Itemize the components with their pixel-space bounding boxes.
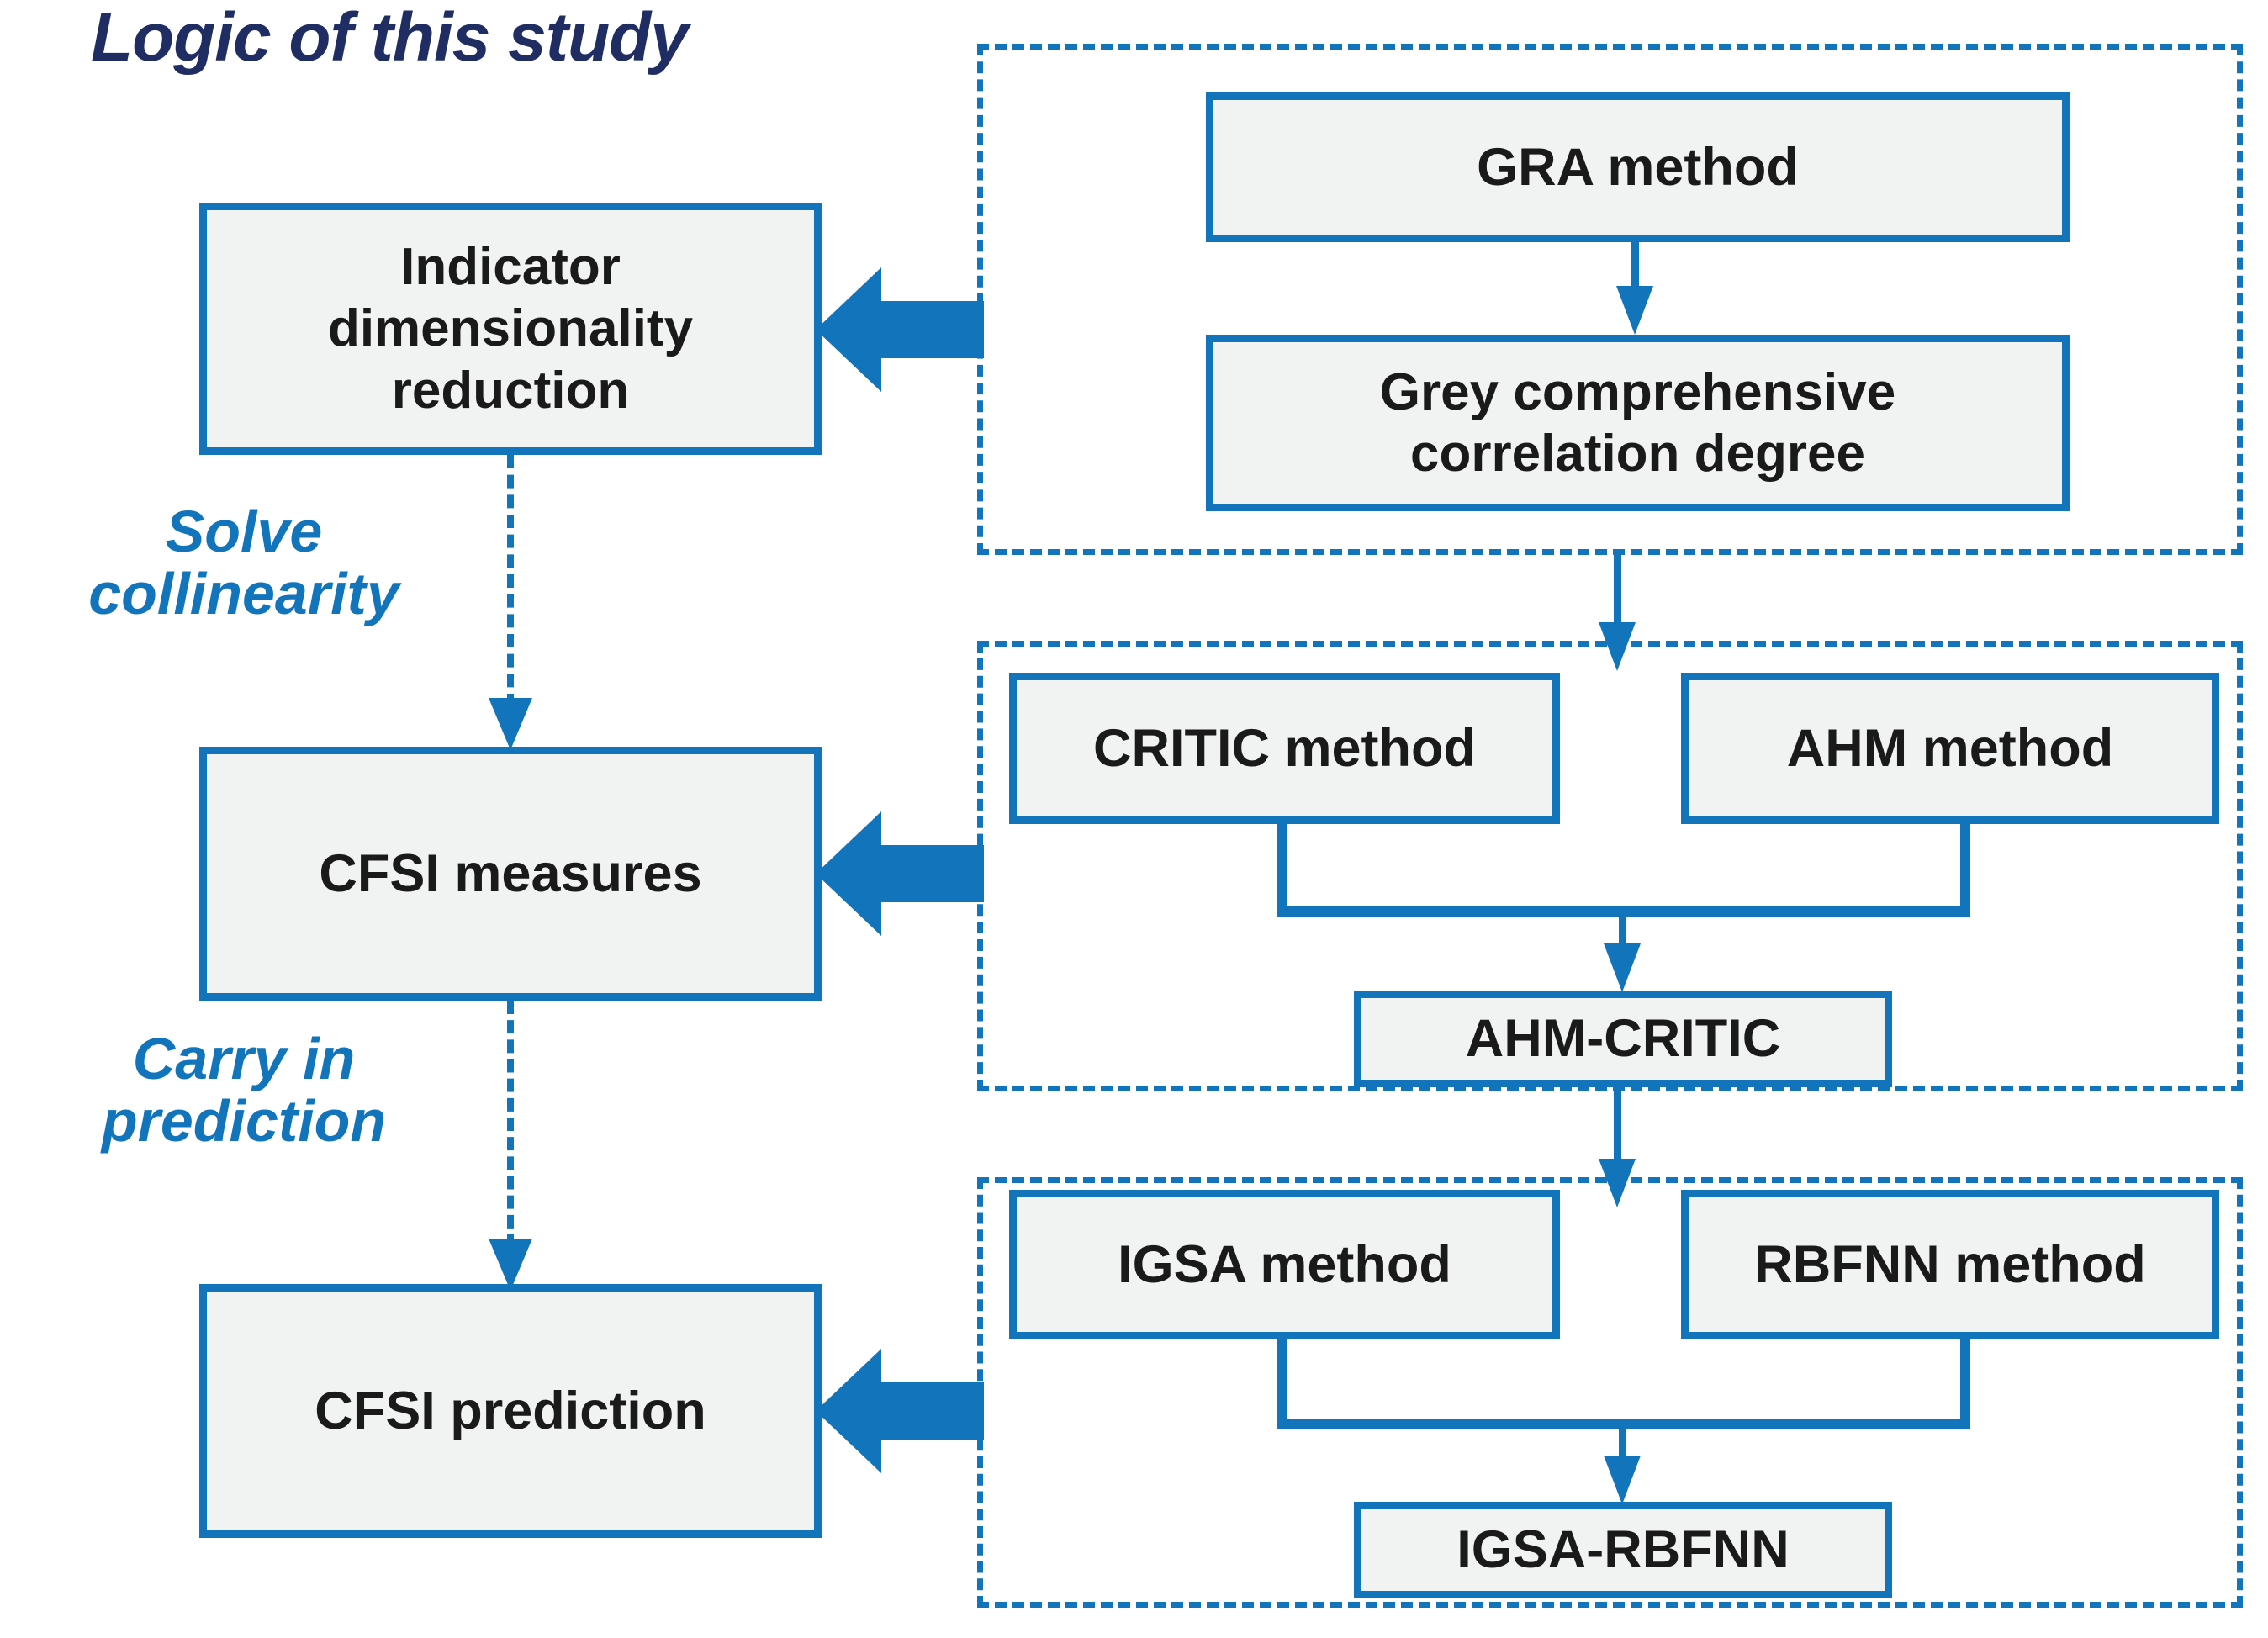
stage-label-line-1: Solve [165, 499, 323, 564]
connector-rbfnn-down [1960, 1339, 1970, 1424]
connector-merge-to-ahm-critic [1619, 915, 1626, 950]
arrowhead-group2-to-group3 [1599, 1159, 1636, 1207]
group-container-dimensionality-reduction [977, 44, 2243, 555]
step-box-indicator-dimensionality-reduction[interactable]: Indicator dimensionality reduction [199, 203, 822, 455]
method-box-rbfnn-method[interactable]: RBFNN method [1681, 1190, 2219, 1339]
connector-merge-bar-prediction [1277, 1419, 1970, 1429]
stage-label-solve-collinearity: Solve collinearity [0, 499, 488, 627]
arrowhead-gra-to-grey [1616, 286, 1653, 335]
method-box-line-1: Grey comprehensive [1379, 362, 1896, 421]
connector-step2-to-step3 [507, 1001, 514, 1248]
arrowhead-step1-to-step2 [489, 698, 532, 750]
block-arrow-group2-to-step2 [816, 811, 984, 936]
stage-label-line-2: collinearity [88, 561, 399, 627]
stage-label-line-1: Carry in [132, 1026, 356, 1091]
connector-merge-bar-weighting [1277, 906, 1970, 917]
method-box-igsa-method[interactable]: IGSA method [1009, 1190, 1560, 1339]
step-box-cfsi-measures[interactable]: CFSI measures [199, 747, 822, 1001]
method-box-igsa-rbfnn[interactable]: IGSA-RBFNN [1354, 1502, 1892, 1598]
connector-step1-to-step2 [507, 455, 514, 707]
arrowhead-merge-to-igsa-rbfnn [1604, 1456, 1641, 1504]
method-box-ahm-critic[interactable]: AHM-CRITIC [1354, 991, 1892, 1087]
connector-gra-to-grey [1631, 242, 1639, 294]
method-box-grey-comprehensive-correlation-degree[interactable]: Grey comprehensive correlation degree [1206, 335, 2070, 511]
connector-igsa-down [1277, 1339, 1287, 1424]
arrowhead-merge-to-ahm-critic [1604, 943, 1641, 992]
connector-merge-to-igsa-rbfnn [1619, 1427, 1626, 1462]
page-title: Logic of this study [91, 0, 689, 76]
method-box-ahm-method[interactable]: AHM method [1681, 673, 2219, 824]
method-box-critic-method[interactable]: CRITIC method [1009, 673, 1560, 824]
connector-critic-down [1277, 824, 1287, 911]
arrowhead-group1-to-group2 [1599, 622, 1636, 671]
block-arrow-group1-to-step1 [816, 267, 984, 392]
block-arrow-group3-to-step3 [816, 1349, 984, 1473]
method-box-line-2: correlation degree [1410, 425, 1865, 483]
method-box-gra-method[interactable]: GRA method [1206, 92, 2070, 242]
stage-label-carry-in-prediction: Carry in prediction [0, 1026, 488, 1155]
connector-ahm-down [1960, 824, 1970, 911]
connector-group1-to-group2 [1614, 555, 1621, 631]
stage-label-line-2: prediction [101, 1088, 387, 1155]
arrowhead-step2-to-step3 [489, 1239, 532, 1291]
connector-group2-to-group3 [1614, 1091, 1621, 1165]
step-box-cfsi-prediction[interactable]: CFSI prediction [199, 1284, 822, 1538]
